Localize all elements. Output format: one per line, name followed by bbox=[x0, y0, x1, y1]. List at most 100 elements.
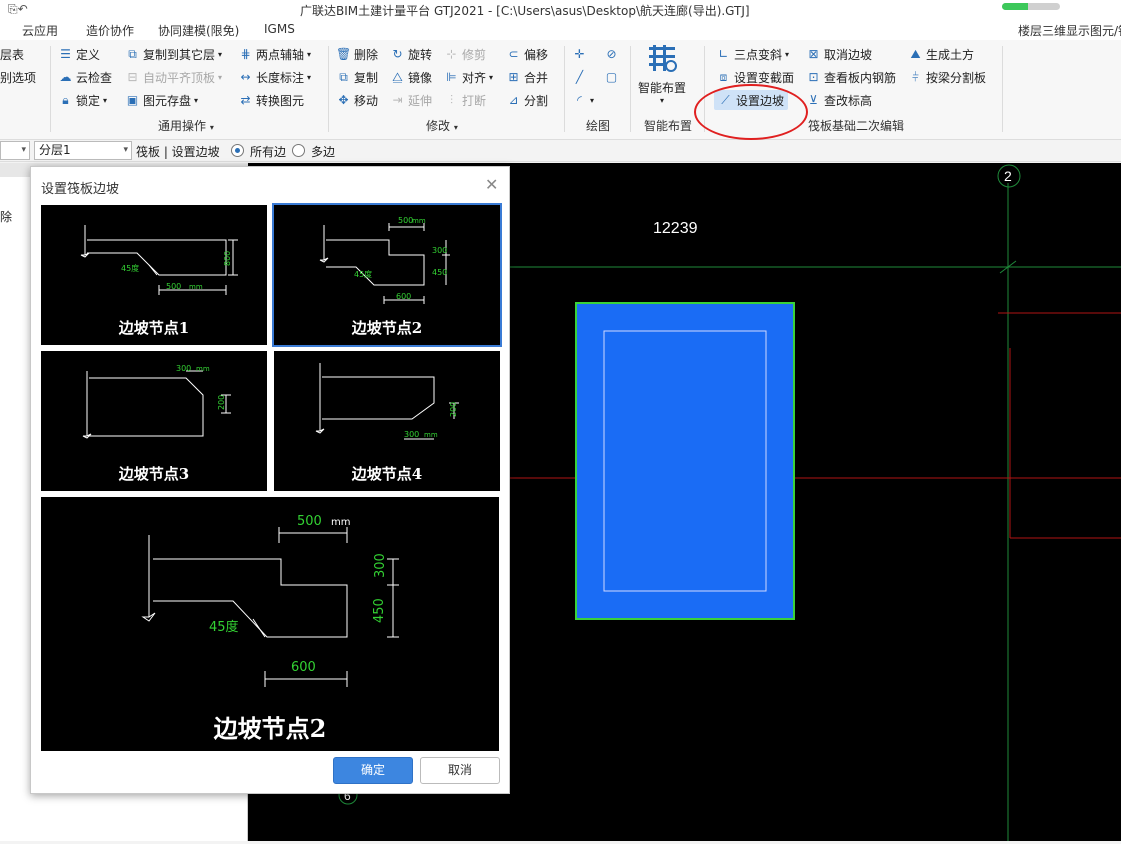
set-slope-dialog: 设置筏板边坡 ✕ 800 45度 500 mm 边坡节点1 bbox=[30, 166, 510, 794]
node-4-unit: mm bbox=[424, 431, 438, 439]
layer-combo[interactable]: 分层1▾ bbox=[34, 141, 132, 160]
menu-igms[interactable]: IGMS bbox=[264, 22, 295, 36]
offset-button[interactable]: ⊂偏移 bbox=[506, 44, 548, 64]
slope-node-3[interactable]: 300 200 mm 边坡节点3 bbox=[41, 351, 267, 491]
lock-button[interactable]: 🔒︎锁定▾ bbox=[58, 90, 107, 110]
chevron-down-icon: ▾ bbox=[21, 145, 26, 155]
draw-rect-button[interactable]: ▢ bbox=[604, 67, 619, 87]
delete-label: 删除 bbox=[354, 47, 379, 62]
split-label: 分割 bbox=[524, 93, 549, 108]
change-elevation-label: 查改标高 bbox=[824, 93, 873, 108]
element-save-label: 图元存盘 bbox=[143, 93, 192, 108]
group-label-modify: 修改 ▾ bbox=[426, 117, 458, 134]
draw-line-button[interactable]: ╱ bbox=[572, 67, 587, 87]
progress-bar bbox=[1002, 3, 1060, 10]
group-label-smart: 智能布置 bbox=[644, 117, 692, 134]
generate-earthwork-button[interactable]: ⛰︎生成土方 bbox=[908, 44, 974, 64]
progress-fill bbox=[1002, 3, 1029, 10]
raft-slab[interactable] bbox=[575, 302, 795, 620]
property-toolbar: ▾ 分层1▾ 筏板 | 设置边坡 所有边 多边 bbox=[0, 140, 1121, 162]
slope-node-2[interactable]: 500 300 45度 450 600 mm 边坡节点2 bbox=[272, 203, 502, 347]
define-icon: ☰ bbox=[60, 46, 71, 61]
layer-table-button[interactable]: 层表 bbox=[0, 44, 24, 64]
draw-rotate-point-button[interactable]: ⊘ bbox=[604, 44, 619, 64]
arc-icon: ◜ bbox=[577, 92, 582, 107]
confirm-button[interactable]: 确定 bbox=[333, 757, 413, 784]
axis-tick bbox=[999, 260, 1017, 274]
slope-node-1[interactable]: 800 45度 500 mm 边坡节点1 bbox=[41, 205, 267, 345]
convert-element-button[interactable]: ⇄转换图元 bbox=[238, 90, 304, 110]
node-4-dim-height: 200 bbox=[449, 402, 458, 417]
auto-align-top-button[interactable]: ⊟ 自动平齐顶板▾ bbox=[125, 67, 222, 87]
copy-to-layer-button[interactable]: ⧉复制到其它层▾ bbox=[125, 44, 222, 64]
align-button[interactable]: ⊫对齐▾ bbox=[444, 67, 493, 87]
floor-3d-display[interactable]: 楼层三维显示图元/钢 bbox=[1018, 24, 1121, 38]
general-label-text: 通用操作 bbox=[158, 119, 207, 133]
menu-cloud-app[interactable]: 云应用 bbox=[22, 24, 59, 38]
change-elevation-button[interactable]: ⊻查改标高 bbox=[806, 90, 872, 110]
select-options-button[interactable]: 别选项 bbox=[0, 67, 36, 87]
split-by-beam-label: 按梁分割板 bbox=[926, 70, 987, 85]
radio-multi-edges[interactable] bbox=[292, 144, 305, 157]
ribbon-separator bbox=[630, 46, 631, 132]
rotate-button[interactable]: ↻旋转 bbox=[390, 44, 432, 64]
ribbon-separator bbox=[1002, 46, 1003, 132]
move-button[interactable]: ✥移动 bbox=[336, 90, 378, 110]
earthwork-icon: ⛰︎ bbox=[910, 46, 921, 61]
cancel-button[interactable]: 取消 bbox=[420, 757, 500, 784]
node-2-dim-top: 500 bbox=[398, 216, 413, 225]
smart-layout-button[interactable]: 智能布置 ▾ bbox=[634, 44, 690, 105]
menu-cost-collab[interactable]: 造价协作 bbox=[86, 24, 135, 38]
align-top-icon: ⊟ bbox=[127, 69, 138, 84]
break-button[interactable]: ⫶ 打断 bbox=[444, 90, 486, 110]
break-icon: ⫶ bbox=[449, 92, 453, 107]
cancel-slope-icon: ⊠ bbox=[808, 46, 819, 61]
cloud-check-icon: ☁ bbox=[59, 69, 72, 84]
slope-node-4[interactable]: 200 300 mm 边坡节点4 bbox=[274, 351, 500, 491]
node-1-label: 边坡节点1 bbox=[118, 319, 190, 337]
menu-collab-modeling[interactable]: 协同建模(限免) bbox=[158, 24, 240, 38]
merge-button[interactable]: ⊞合并 bbox=[506, 67, 548, 87]
cloud-check-button[interactable]: ☁云检查 bbox=[58, 67, 113, 87]
radio-all-edges[interactable] bbox=[231, 144, 244, 157]
mirror-icon: ⧋ bbox=[392, 69, 403, 84]
rotate-point-icon: ⊘ bbox=[606, 46, 617, 61]
length-dimension-button[interactable]: ↔长度标注▾ bbox=[238, 67, 311, 87]
copy-button[interactable]: ⧉复制 bbox=[336, 67, 378, 87]
chevron-down-icon: ▾ bbox=[218, 72, 223, 82]
slope-node-preview: 500 mm 300 45度 450 600 边坡节点2 bbox=[41, 497, 499, 751]
dimension-icon: ↔ bbox=[240, 69, 251, 84]
three-point-slope-label: 三点变斜 bbox=[734, 47, 783, 62]
break-label: 打断 bbox=[462, 93, 487, 108]
quick-access-icon[interactable]: ⎘↶ bbox=[8, 2, 28, 16]
close-icon[interactable]: ✕ bbox=[485, 175, 499, 194]
two-point-axis-button[interactable]: ⋕两点辅轴▾ bbox=[238, 44, 311, 64]
view-slab-rebar-button[interactable]: ⊡查看板内钢筋 bbox=[806, 67, 896, 87]
node-2-diagram: 500 300 45度 450 600 mm bbox=[319, 216, 450, 304]
define-label: 定义 bbox=[76, 47, 101, 62]
preview-dim-bottom: 600 bbox=[291, 660, 316, 675]
raft-label-text: 筏板基础二次编辑 bbox=[808, 119, 905, 133]
chevron-down-icon: ▾ bbox=[489, 72, 494, 82]
draw-label-text: 绘图 bbox=[586, 119, 611, 133]
delete-button[interactable]: 🗑︎删除 bbox=[336, 44, 378, 64]
trim-button[interactable]: ⊹修剪 bbox=[444, 44, 486, 64]
radio-multi-edges-label: 多边 bbox=[311, 145, 336, 159]
preview-dim-step: 300 bbox=[373, 553, 388, 578]
variable-section-button[interactable]: ⧈设置变截面 bbox=[716, 67, 794, 87]
extend-button[interactable]: ⇥延伸 bbox=[390, 90, 432, 110]
define-button[interactable]: ☰ 定义 bbox=[58, 44, 100, 64]
draw-arc-button[interactable]: ◜▾ bbox=[572, 90, 594, 110]
cancel-slope-button[interactable]: ⊠取消边坡 bbox=[806, 44, 872, 64]
element-save-button[interactable]: ▣图元存盘▾ bbox=[125, 90, 198, 110]
mirror-button[interactable]: ⧋镜像 bbox=[390, 67, 432, 87]
align-label: 对齐 bbox=[462, 70, 487, 85]
draw-point-button[interactable]: ✛ bbox=[572, 44, 587, 64]
auto-align-top-label: 自动平齐顶板 bbox=[143, 70, 216, 85]
radio-all-edges-label: 所有边 bbox=[250, 145, 287, 159]
split-by-beam-button[interactable]: ⫩按梁分割板 bbox=[908, 67, 986, 87]
three-point-slope-button[interactable]: ∟三点变斜▾ bbox=[716, 44, 789, 64]
floor-combo[interactable]: ▾ bbox=[0, 141, 30, 160]
split-button[interactable]: ⊿分割 bbox=[506, 90, 548, 110]
ribbon-separator bbox=[564, 46, 565, 132]
